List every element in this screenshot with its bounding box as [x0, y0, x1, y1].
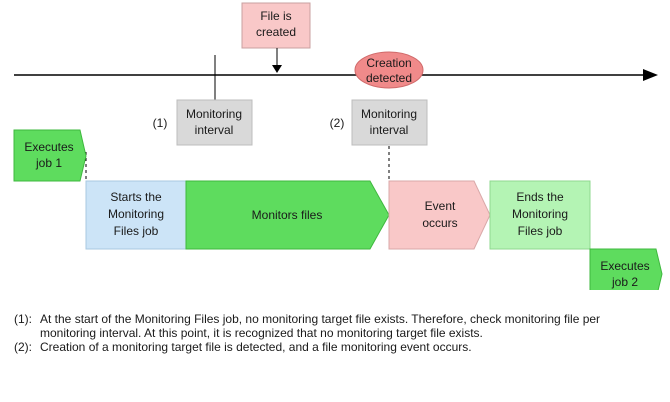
- creation-detected-label: detected: [366, 71, 412, 85]
- event-occurs-label: Event: [425, 199, 456, 213]
- monitoring-interval-2-label: interval: [370, 123, 409, 137]
- file-created-arrowhead: [272, 65, 282, 73]
- executes-job-1-label: job 1: [35, 156, 62, 170]
- file-created-label: created: [256, 25, 296, 39]
- footnote-2-text: Creation of a monitoring target file is …: [40, 340, 472, 354]
- footnote-2: (2): Creation of a monitoring target fil…: [14, 340, 654, 354]
- monitoring-interval-1-label: interval: [195, 123, 234, 137]
- starts-job-label: Starts the: [110, 190, 162, 204]
- footnote-1-label: (1):: [14, 312, 32, 326]
- file-created-label: File is: [260, 9, 291, 23]
- ends-job-box: [489, 180, 591, 250]
- starts-job-box: [85, 180, 187, 250]
- marker-2: (2): [330, 116, 345, 130]
- event-occurs-label: occurs: [422, 216, 457, 230]
- executes-job-2-label: Executes: [600, 259, 649, 273]
- executes-job-2-label: job 2: [611, 275, 638, 289]
- footnote-2-label: (2):: [14, 340, 32, 354]
- monitoring-interval-2-box: [351, 99, 428, 146]
- file-monitoring-diagram: File is created Creation detected Monito…: [13, 2, 663, 290]
- starts-job-label: Monitoring: [108, 207, 164, 221]
- monitoring-interval-2-label: Monitoring: [361, 107, 417, 121]
- starts-job-label: Files job: [114, 224, 159, 238]
- marker-1: (1): [153, 116, 168, 130]
- creation-detected-ellipse: [354, 51, 424, 89]
- ends-job-label: Ends the: [516, 190, 564, 204]
- monitors-files-arrow: [185, 180, 390, 250]
- monitoring-interval-1-box: [176, 99, 253, 146]
- monitors-files-label: Monitors files: [252, 208, 323, 222]
- executes-job-2-shape: [589, 248, 663, 290]
- file-created-box: [241, 2, 311, 49]
- executes-job-1-shape: [13, 129, 87, 182]
- footnotes: (1): At the start of the Monitoring File…: [14, 312, 654, 354]
- ends-job-label: Files job: [518, 224, 563, 238]
- footnote-1: (1): At the start of the Monitoring File…: [14, 312, 654, 340]
- ends-job-label: Monitoring: [512, 207, 568, 221]
- footnote-1-text: At the start of the Monitoring Files job…: [40, 312, 601, 340]
- creation-detected-label: Creation: [366, 56, 411, 70]
- monitoring-interval-1-label: Monitoring: [186, 107, 242, 121]
- executes-job-1-label: Executes: [24, 140, 73, 154]
- event-occurs-shape: [388, 180, 491, 250]
- timeline-arrowhead: [643, 69, 658, 81]
